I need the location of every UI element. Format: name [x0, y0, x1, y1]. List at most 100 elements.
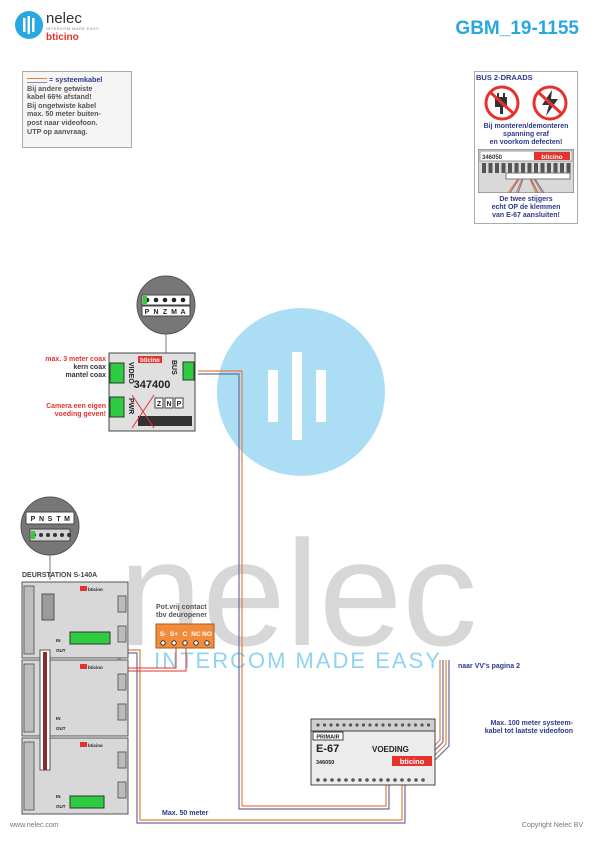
psu-model: E-67 — [316, 743, 339, 755]
no-plug-icon — [484, 85, 520, 121]
door-zoom-term-label: T — [56, 516, 61, 523]
riser-line-1: De twee stijgers — [499, 196, 553, 203]
max100-line-2: kabel tot laatste videofoon — [484, 728, 573, 735]
pwr-terminal — [109, 396, 125, 418]
logo-brand: bticino — [46, 32, 79, 43]
contact-screw — [182, 640, 188, 646]
door-module-brand: bticino — [88, 743, 103, 748]
psu-brand: bticino — [400, 757, 425, 766]
note-line-4: Bij ongetwiste kabel — [27, 100, 97, 110]
power-supply-e67: PRIMAIR E-67 VOEDING 346050 bticino — [310, 718, 436, 786]
psu-voeding: VOEDING — [372, 745, 409, 754]
door-in-label: IN — [56, 716, 61, 721]
bus-panel-title: BUS 2-DRAADS — [476, 73, 533, 82]
note-line-6: post naar videofoon. — [27, 117, 98, 127]
contact-term-label: NO — [202, 631, 212, 638]
door-zoom-term-label: S — [48, 516, 53, 523]
module-term-label: P — [177, 401, 182, 408]
door-zoom-screw — [46, 533, 50, 537]
door-out-label: OUT — [56, 726, 66, 731]
psu-code: 346050 — [316, 760, 334, 766]
zoom-term-label: A — [180, 309, 185, 316]
door-in-label: IN — [56, 794, 61, 799]
warning-line-2: spanning eraf — [503, 131, 549, 138]
note-line-5: max. 50 meter buiten- — [27, 109, 101, 119]
module-term-box — [164, 397, 174, 409]
module-model: 347400 — [134, 379, 171, 391]
coax-mantel-label: mantel coax — [65, 372, 106, 379]
door-zoom-term-label: P — [31, 516, 36, 523]
camera-power-label: Camera een eigen voeding geven! — [46, 403, 106, 419]
contact-screw — [160, 640, 166, 646]
contact-term-label: C — [183, 631, 188, 638]
note-line-2: Bij andere getwiste — [27, 83, 93, 93]
note-line-3: kabel 66% afstand! — [27, 92, 92, 102]
no-power-icon — [532, 85, 568, 121]
max100-line-1: Max. 100 meter systeem- — [490, 720, 574, 727]
cable-note: = systeemkabel Bij andere getwiste kabel… — [22, 71, 132, 148]
riser-text: De twee stijgers echt OP de klemmen van … — [476, 196, 576, 220]
video-label: VIDEO — [127, 362, 134, 384]
primair-label: PRIMAIR — [316, 735, 339, 741]
warning-text: Bij monteren/demonteren spanning eraf en… — [476, 123, 576, 147]
pagina2-label: naar VV's pagina 2 — [458, 663, 520, 670]
logo-slogan: INTERCOM MADE EASY — [46, 26, 99, 31]
warning-line-1: Bij monteren/demonteren — [483, 123, 569, 130]
contact-line-2: tbv deuropener — [156, 612, 207, 619]
riser-line-3: van E-67 aansluiten! — [492, 212, 560, 219]
door-module-brand: bticino — [88, 587, 103, 592]
door-zoom-screw — [39, 533, 43, 537]
contact-term-label: S- — [160, 631, 167, 638]
zoom-screw — [171, 297, 177, 303]
door-zoom-screw — [67, 533, 71, 537]
door-zoom-screw — [60, 533, 64, 537]
module-brand: bticino — [140, 358, 160, 364]
door-zoom-term-label: M — [64, 516, 70, 523]
max100-label: Max. 100 meter systeem- kabel tot laatst… — [485, 720, 573, 736]
module-term-box — [174, 397, 184, 409]
door-out-label: OUT — [56, 804, 66, 809]
coax-max-label: max. 3 meter coax — [45, 356, 106, 363]
logo-name: nelec — [46, 10, 82, 27]
zoom-device-code: 346050 — [482, 155, 503, 161]
footer-copyright: Copyright Nelec BV — [521, 822, 583, 829]
contact-line-1: Pot.vrij contact — [156, 604, 207, 611]
footer-website: www.nelec.com — [10, 822, 59, 829]
zoom-term-label: N — [153, 309, 158, 316]
contact-term-label: S+ — [170, 631, 178, 638]
pwr-label: PWR — [127, 398, 134, 414]
zoom-screw — [180, 297, 186, 303]
contact-screw — [193, 640, 199, 646]
door-in-label: IN — [56, 638, 61, 643]
door-zoom-screw — [53, 533, 57, 537]
zoom-term-label: Z — [163, 309, 168, 316]
watermark-word: nelec — [119, 509, 478, 677]
video-terminal — [109, 362, 125, 384]
max50-label: Max. 50 meter — [162, 810, 209, 817]
zoom-term-label: P — [145, 309, 150, 316]
nelec-logo — [14, 10, 44, 45]
zoom-screw — [162, 297, 168, 303]
door-module-brand: bticino — [88, 665, 103, 670]
document-code: GBM_19-1155 — [455, 18, 579, 39]
zoom-screw — [153, 297, 159, 303]
warning-line-3: en voorkom defecten! — [489, 139, 563, 146]
door-zoom-term-label: N — [39, 516, 44, 523]
zoom-term-label: M — [171, 309, 177, 316]
door-out-label: OUT — [56, 648, 66, 653]
module-term-label: Z — [157, 401, 162, 408]
zoom-device-brand: bticino — [541, 154, 562, 161]
bus-label: BUS — [170, 360, 177, 375]
module-term-box — [154, 397, 164, 409]
watermark-slogan: INTERCOM MADE EASY — [154, 648, 442, 673]
coax-kern-label: kern coax — [73, 364, 106, 371]
contact-label: Pot.vrij contact tbv deuropener — [156, 604, 207, 620]
warning-icons — [484, 85, 568, 121]
door-station-title: DEURSTATION S-140A — [22, 572, 98, 579]
